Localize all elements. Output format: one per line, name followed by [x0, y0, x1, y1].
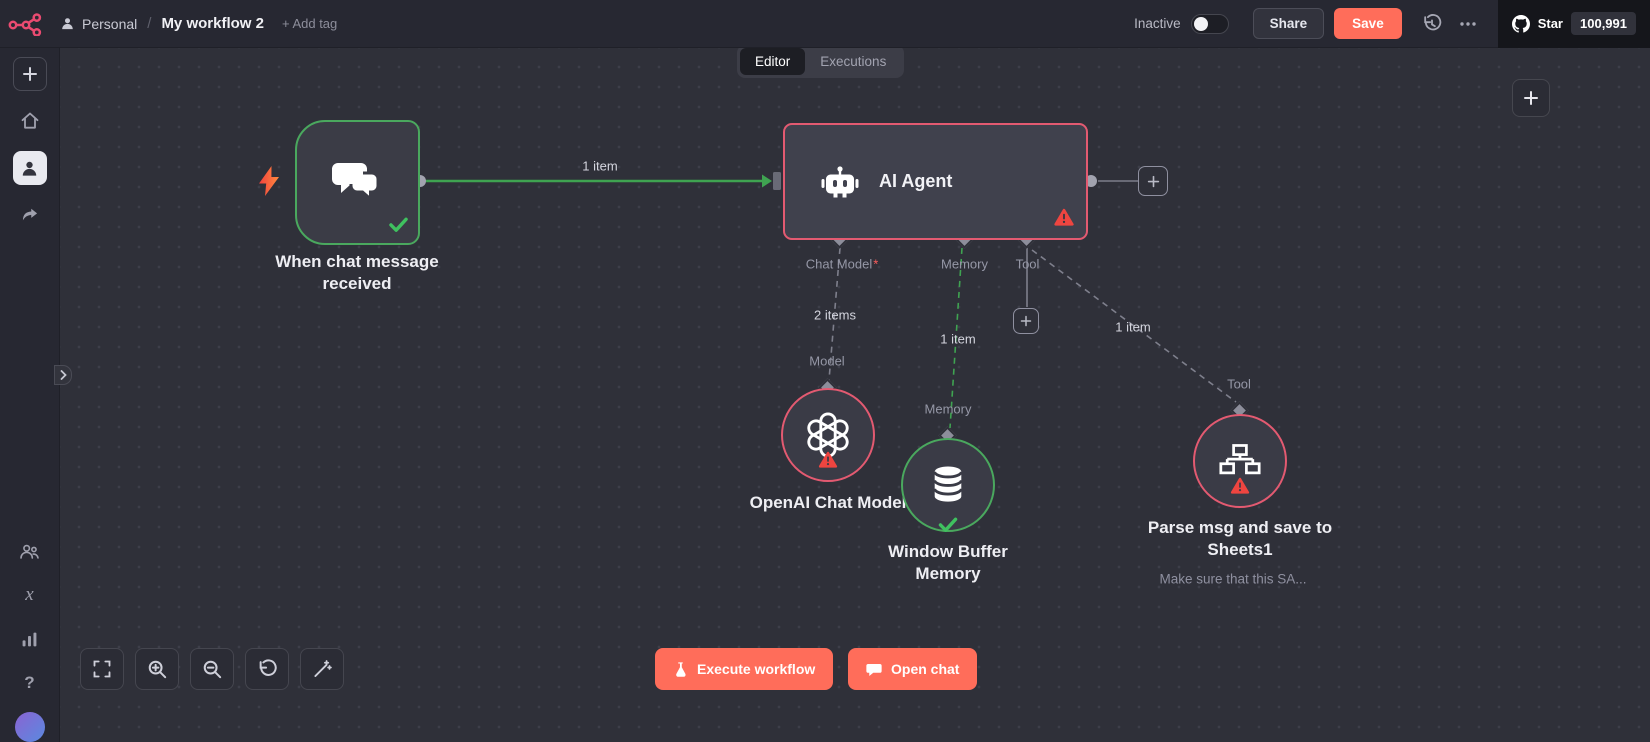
person-icon: [62, 18, 73, 30]
openai-icon: [807, 412, 849, 458]
success-check-icon: [388, 216, 409, 238]
view-tabs: Editor Executions: [737, 45, 905, 78]
agent-node-title: AI Agent: [879, 171, 953, 191]
tab-executions[interactable]: Executions: [820, 54, 887, 69]
node-ai-agent[interactable]: AI Agent: [783, 123, 1088, 240]
warning-icon: [1054, 208, 1074, 231]
add-tool-button[interactable]: [1013, 308, 1039, 334]
chat-icon: [866, 663, 882, 676]
sidebar-item-community[interactable]: [13, 534, 47, 568]
sidebar-item-variables[interactable]: x: [13, 578, 47, 612]
add-node-button[interactable]: [1512, 79, 1550, 117]
share-arrow-icon: [22, 208, 37, 221]
subport-label-model: Model: [809, 353, 845, 369]
zoom-in-icon: [148, 660, 167, 679]
subport-label-tool: Tool: [1227, 376, 1251, 392]
breadcrumb-project[interactable]: Personal: [60, 16, 137, 32]
n8n-logo[interactable]: [0, 12, 60, 36]
magic-wand-icon: [314, 660, 332, 677]
zoom-out-button[interactable]: [190, 648, 234, 690]
share-button[interactable]: Share: [1252, 8, 1325, 39]
plus-icon: [1020, 315, 1032, 327]
node-parse-sheets-tool[interactable]: [1193, 414, 1287, 508]
chevron-right-icon: [60, 370, 67, 380]
plus-icon: [1524, 91, 1538, 105]
node-chat-trigger[interactable]: [295, 120, 420, 245]
breadcrumb: Personal / My workflow 2 + Add tag: [60, 15, 337, 32]
port-label-tool: Tool: [1015, 256, 1040, 272]
port-label-chat-model: Chat Model*: [805, 256, 879, 272]
success-check-icon: [938, 516, 959, 538]
reset-zoom-button[interactable]: [245, 648, 289, 690]
subport-label-memory: Memory: [924, 401, 972, 417]
home-icon: [21, 112, 38, 129]
tidy-up-button[interactable]: [300, 648, 344, 690]
sidebar-expand-button[interactable]: [54, 365, 72, 385]
github-star-widget[interactable]: Star 100,991: [1497, 0, 1650, 48]
openai-node-label: OpenAI Chat Model: [749, 492, 907, 512]
left-sidebar: x ?: [0, 48, 60, 742]
edge-items-label: 1 item: [582, 158, 618, 174]
add-tag-button[interactable]: + Add tag: [281, 16, 338, 31]
activation-toggle[interactable]: [1190, 13, 1229, 34]
node-openai-chat-model[interactable]: [781, 388, 875, 482]
edge-items-label: 2 items: [814, 307, 856, 323]
sidebar-item-home[interactable]: [13, 104, 47, 138]
sidebar-item-help[interactable]: ?: [13, 666, 47, 700]
project-name: Personal: [82, 15, 138, 32]
person-icon: [22, 161, 37, 176]
undo-icon: [259, 659, 277, 676]
activation-status-label: Inactive: [1134, 16, 1181, 31]
breadcrumb-separator: /: [147, 15, 152, 32]
fit-view-icon: [93, 660, 111, 678]
sitemap-icon: [1219, 444, 1261, 475]
variables-icon: x: [25, 584, 34, 605]
add-next-node-button[interactable]: [1138, 166, 1168, 196]
users-icon: [20, 544, 39, 559]
warning-icon: [818, 451, 838, 473]
memory-node-label: Window Buffer Memory: [888, 541, 1008, 583]
github-icon: [1511, 14, 1530, 33]
sidebar-item-insights[interactable]: [13, 622, 47, 656]
plus-icon: [1147, 175, 1159, 187]
warning-icon: [1230, 477, 1250, 499]
bar-chart-icon: [22, 632, 37, 646]
save-button[interactable]: Save: [1334, 8, 1402, 39]
robot-icon: [821, 165, 859, 197]
open-chat-label: Open chat: [891, 661, 960, 677]
zoom-to-fit-button[interactable]: [80, 648, 124, 690]
node-window-buffer-memory[interactable]: [901, 438, 995, 532]
user-avatar[interactable]: [14, 712, 45, 742]
trigger-bolt-icon: [258, 166, 280, 201]
more-options-icon[interactable]: [1454, 10, 1482, 38]
top-bar: Personal / My workflow 2 + Add tag Inact…: [0, 0, 1650, 48]
open-chat-button[interactable]: Open chat: [848, 648, 978, 690]
zoom-in-button[interactable]: [135, 648, 179, 690]
database-icon: [933, 466, 963, 502]
sidebar-item-shared[interactable]: [13, 198, 47, 232]
add-workflow-button[interactable]: [12, 57, 47, 91]
help-icon: ?: [24, 673, 35, 692]
execute-workflow-label: Execute workflow: [697, 661, 816, 677]
execute-workflow-button[interactable]: Execute workflow: [655, 648, 834, 690]
flask-icon: [676, 661, 686, 677]
zoom-out-icon: [203, 660, 222, 679]
port-label-memory: Memory: [941, 256, 988, 272]
edge-items-label: 1 item: [940, 331, 976, 347]
workflow-title[interactable]: My workflow 2: [161, 15, 264, 32]
github-star-label: Star: [1537, 16, 1563, 31]
history-icon[interactable]: [1418, 10, 1446, 38]
edge-items-label: 1 item: [1115, 319, 1151, 335]
sidebar-item-personal[interactable]: [12, 151, 47, 185]
tab-editor[interactable]: Editor: [740, 48, 806, 75]
github-star-count: 100,991: [1571, 12, 1636, 35]
tool-node-note: Make sure that this SA...: [1159, 571, 1307, 587]
trigger-node-label: When chat message received: [275, 251, 439, 293]
tool-node-label: Parse msg and save to Sheets1: [1147, 517, 1333, 559]
chat-bubbles-icon: [331, 162, 379, 202]
